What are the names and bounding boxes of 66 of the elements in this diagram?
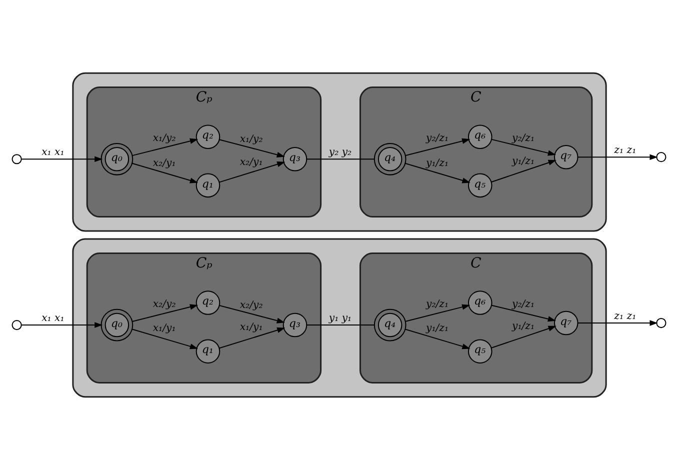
edge-label: y₂/z₁ bbox=[426, 132, 449, 144]
node-circle: q₂ bbox=[196, 290, 220, 315]
node-circle: q₁ bbox=[196, 339, 220, 364]
arrow bbox=[491, 160, 556, 182]
edge-label: x₂/y₂ bbox=[152, 298, 176, 310]
node-circle bbox=[656, 318, 666, 328]
arrow bbox=[219, 139, 285, 158]
node-circle: q₇ bbox=[554, 310, 578, 336]
node-circle: q₁ bbox=[196, 173, 220, 198]
arrow bbox=[132, 304, 198, 322]
arrow bbox=[578, 320, 658, 326]
edge-label: x₁/y₂ bbox=[240, 134, 263, 145]
arrow bbox=[219, 305, 285, 324]
node-circle bbox=[656, 152, 666, 162]
edge-label: z₁ z₁ bbox=[614, 145, 636, 156]
node-circle: q₂ bbox=[196, 124, 220, 149]
node-circle: q₅ bbox=[468, 339, 492, 364]
edge-label: x₂/y₂ bbox=[240, 300, 263, 311]
arrow bbox=[578, 154, 658, 160]
edge-label: y₁/z₁ bbox=[512, 321, 535, 332]
edge-label: y₁/z₁ bbox=[512, 156, 535, 168]
node-circle: q₆ bbox=[468, 124, 492, 149]
node-circle: q₃ bbox=[282, 312, 308, 338]
edge-label: x₁/y₁ bbox=[240, 322, 263, 334]
edge-label: y₂/z₁ bbox=[512, 298, 535, 310]
edge-label: y₁/z₁ bbox=[426, 158, 449, 170]
node-circle: q₄ bbox=[374, 308, 406, 342]
cluster bbox=[72, 238, 607, 398]
arrow bbox=[219, 327, 286, 349]
node-circle: q₆ bbox=[468, 290, 492, 315]
node-circle: q₇ bbox=[554, 144, 578, 170]
node-circle bbox=[12, 320, 22, 330]
arrow bbox=[406, 138, 470, 156]
node-circle: q₅ bbox=[468, 173, 492, 198]
connector bbox=[306, 324, 374, 326]
edge-label: y₁ y₁ bbox=[328, 312, 352, 324]
arrow bbox=[492, 138, 556, 156]
arrow bbox=[22, 322, 103, 328]
connector bbox=[306, 158, 374, 160]
edge-label: z₁ z₁ bbox=[614, 310, 636, 322]
edge-label: y₁/z₁ bbox=[426, 323, 449, 334]
arrow bbox=[491, 326, 556, 348]
edge-label: x₁/y₁ bbox=[152, 323, 176, 334]
arrow bbox=[132, 328, 198, 350]
cluster bbox=[72, 72, 607, 232]
arrow bbox=[132, 162, 198, 184]
node-circle: q₄ bbox=[374, 142, 406, 176]
edge-label: x₁ x₁ bbox=[42, 147, 64, 158]
arrow bbox=[492, 304, 556, 322]
arrow bbox=[406, 304, 470, 322]
edge-label: x₂/y₁ bbox=[240, 157, 263, 168]
arrow bbox=[22, 156, 103, 162]
edge-label: x₂/y₁ bbox=[152, 158, 176, 170]
arrow bbox=[405, 328, 470, 350]
edge-label: x₁ x₁ bbox=[42, 312, 64, 324]
edge-label: y₂/z₁ bbox=[426, 298, 449, 310]
node-circle: q₃ bbox=[282, 147, 308, 172]
edge-label: x₁/y₂ bbox=[152, 132, 176, 144]
node-circle bbox=[12, 154, 22, 164]
arrow bbox=[219, 162, 286, 183]
edge-label: y₂/z₁ bbox=[512, 132, 535, 144]
node-circle: q₀ bbox=[100, 308, 134, 342]
arrow bbox=[132, 138, 198, 156]
arrow bbox=[405, 162, 470, 184]
node-circle: q₀ bbox=[100, 142, 134, 176]
edge-label: y₂ y₂ bbox=[328, 147, 352, 158]
